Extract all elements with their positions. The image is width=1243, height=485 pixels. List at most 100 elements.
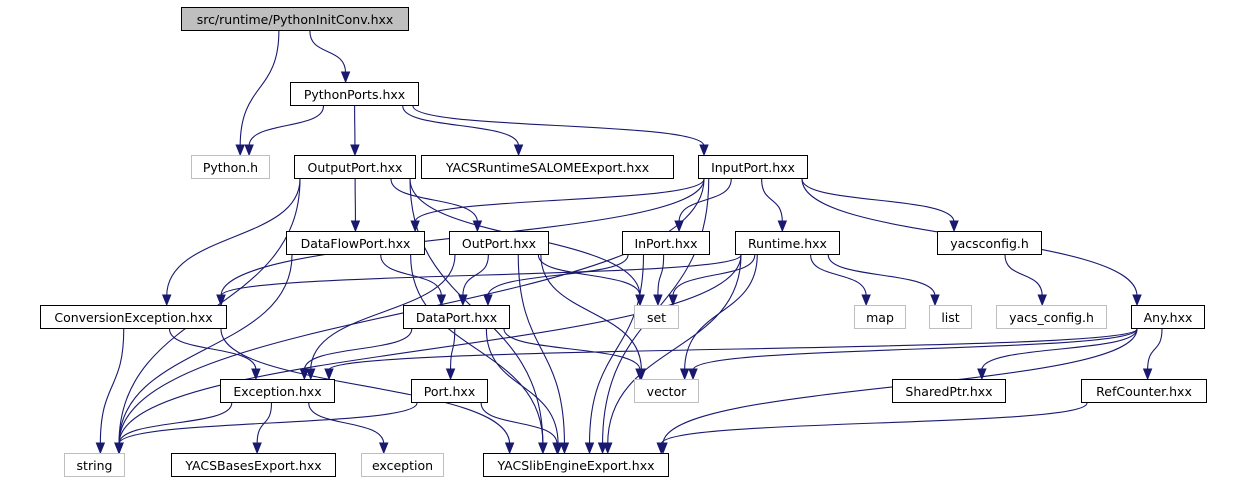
node-python-h: Python.h	[191, 155, 270, 179]
arrowhead-any-to-vector	[688, 368, 698, 381]
edge-pythonports-to-python_h	[248, 105, 325, 147]
arrowhead-pythonports-to-inputport	[699, 144, 709, 157]
edge-port-to-yacslibengineexport	[480, 402, 558, 445]
node-pythonports[interactable]: PythonPorts.hxx	[290, 82, 419, 106]
node-port[interactable]: Port.hxx	[411, 379, 488, 403]
edge-any-to-refcounter	[1147, 328, 1163, 371]
arrowhead-runtime-to-conversionexception	[216, 294, 226, 307]
edge-dataport-to-exception_hxx	[303, 328, 413, 371]
node-yacsconfig[interactable]: yacsconfig.h	[937, 231, 1042, 255]
edge-any-to-exception_hxx	[328, 328, 1138, 371]
edge-dataflowport-to-dataport	[380, 254, 442, 297]
edge-runtime-to-map	[810, 254, 867, 297]
node-dataflowport[interactable]: DataFlowPort.hxx	[286, 231, 425, 255]
arrowhead-inport-to-yacslibengineexport	[584, 442, 595, 455]
arrowhead-pythonports-to-python_h	[244, 144, 254, 157]
edge-conversionexception-to-yacslibengineexport	[220, 328, 511, 445]
arrowhead-any-to-exception_hxx	[324, 368, 334, 381]
edge-outport-to-exception_hxx	[310, 254, 456, 371]
edge-outport-to-yacslibengineexport	[517, 254, 565, 445]
arrowhead-outputport-to-conversionexception	[161, 294, 172, 307]
node-sharedptr[interactable]: SharedPtr.hxx	[892, 379, 1006, 403]
arrowhead-conversionexception-to-exception_hxx	[251, 368, 261, 381]
node-yacslibengineexport[interactable]: YACSlibEngineExport.hxx	[483, 453, 669, 477]
arrowhead-runtime-to-yacslibengineexport	[602, 442, 613, 455]
edge-root-to-python_h	[239, 30, 280, 147]
arrowhead-root-to-python_h	[235, 144, 245, 157]
node-vector: vector	[634, 379, 699, 403]
arrowhead-root-to-pythonports	[340, 71, 351, 84]
edge-dataflowport-to-yacslibengineexport	[410, 254, 544, 445]
edge-refcounter-to-yacslibengineexport	[660, 402, 1088, 445]
arrowhead-dataport-to-port	[445, 368, 456, 381]
edge-runtime-to-list	[827, 254, 936, 297]
edge-any-to-sharedptr	[981, 328, 1138, 371]
edge-dataflowport-to-string	[118, 254, 293, 445]
arrowhead-outputport-to-dataflowport	[350, 220, 361, 233]
arrowhead-inport-to-set	[653, 294, 663, 307]
arrowhead-exception_hxx-to-exception	[379, 442, 389, 455]
edge-inport-to-dataport	[487, 254, 629, 297]
arrowhead-dataflowport-to-yacslibengineexport	[538, 442, 548, 455]
edge-inputport-to-dataflowport	[414, 178, 705, 223]
edge-inputport-to-runtime	[761, 178, 783, 223]
node-list: list	[929, 305, 972, 329]
arrowhead-inputport-to-dataflowport	[410, 220, 420, 233]
node-outport[interactable]: OutPort.hxx	[449, 231, 549, 255]
edge-dataport-to-port	[450, 328, 456, 371]
edge-inputport-to-inport	[678, 178, 732, 223]
edge-outputport-to-conversionexception	[166, 178, 301, 297]
arrowhead-dataport-to-vector	[635, 368, 645, 381]
edge-root-to-pythonports	[309, 30, 347, 74]
edge-exception_hxx-to-string	[118, 402, 233, 445]
edge-runtime-to-string	[118, 254, 742, 445]
node-any[interactable]: Any.hxx	[1131, 305, 1205, 329]
node-inport[interactable]: InPort.hxx	[622, 231, 710, 255]
arrowhead-outport-to-dataport	[458, 294, 468, 307]
edge-inputport-to-yacsconfig	[801, 178, 955, 223]
node-conversionexception[interactable]: ConversionException.hxx	[40, 305, 227, 329]
arrowhead-conversionexception-to-yacslibengineexport	[504, 442, 515, 455]
node-inputport[interactable]: InputPort.hxx	[698, 155, 808, 179]
arrowhead-any-to-sharedptr	[977, 368, 987, 381]
edge-conversionexception-to-exception_hxx	[168, 328, 257, 371]
edge-runtime-to-yacslibengineexport	[607, 254, 742, 445]
arrowhead-outport-to-exception_hxx	[305, 368, 316, 381]
edge-port-to-string	[118, 402, 418, 445]
edge-outport-to-vector	[540, 254, 642, 371]
node-outputport[interactable]: OutputPort.hxx	[294, 155, 416, 179]
edge-conversionexception-to-string	[99, 328, 125, 445]
node-root-pythoninitconv: src/runtime/PythonInitConv.hxx	[181, 7, 409, 31]
arrowhead-yacsconfig-to-yacs_config	[1037, 294, 1047, 307]
arrowhead-runtime-to-list	[930, 294, 940, 307]
node-refcounter[interactable]: RefCounter.hxx	[1081, 379, 1207, 403]
arrowhead-port-to-yacslibengineexport	[552, 442, 562, 455]
node-exception: exception	[361, 453, 444, 477]
node-set: set	[634, 305, 679, 329]
node-yacsruntimesalomeexport[interactable]: YACSRuntimeSALOMEExport.hxx	[421, 155, 674, 179]
node-dataport[interactable]: DataPort.hxx	[403, 305, 510, 329]
edge-dataport-to-yacslibengineexport	[485, 328, 559, 445]
edge-outport-to-set	[537, 254, 641, 297]
arrowhead-runtime-to-set	[668, 294, 678, 307]
edge-runtime-to-set	[672, 254, 756, 297]
edge-inport-to-yacslibengineexport	[588, 254, 645, 445]
edge-any-to-vector	[692, 328, 1138, 371]
arrowhead-inputport-to-yacsconfig	[949, 220, 959, 233]
edge-pythonports-to-yacsruntimesalome	[402, 105, 520, 147]
edge-exception_hxx-to-exception	[308, 402, 385, 445]
arrowhead-port-to-string	[114, 442, 124, 455]
arrowhead-runtime-to-map	[861, 294, 871, 307]
node-runtime[interactable]: Runtime.hxx	[735, 231, 840, 255]
arrowhead-outport-to-yacslibengineexport	[559, 442, 570, 455]
arrowhead-conversionexception-to-string	[95, 442, 106, 455]
arrowhead-dataflowport-to-dataport	[436, 294, 447, 307]
edge-dataport-to-vector	[503, 328, 641, 371]
edge-runtime-to-vector	[684, 254, 758, 371]
node-yacs-config-h: yacs_config.h	[996, 305, 1107, 329]
edge-pythonports-to-inputport	[412, 105, 705, 147]
arrowhead-refcounter-to-yacslibengineexport	[656, 442, 666, 455]
node-exception-hxx[interactable]: Exception.hxx	[220, 379, 335, 403]
node-yacsbasesexport[interactable]: YACSBasesExport.hxx	[171, 453, 336, 477]
